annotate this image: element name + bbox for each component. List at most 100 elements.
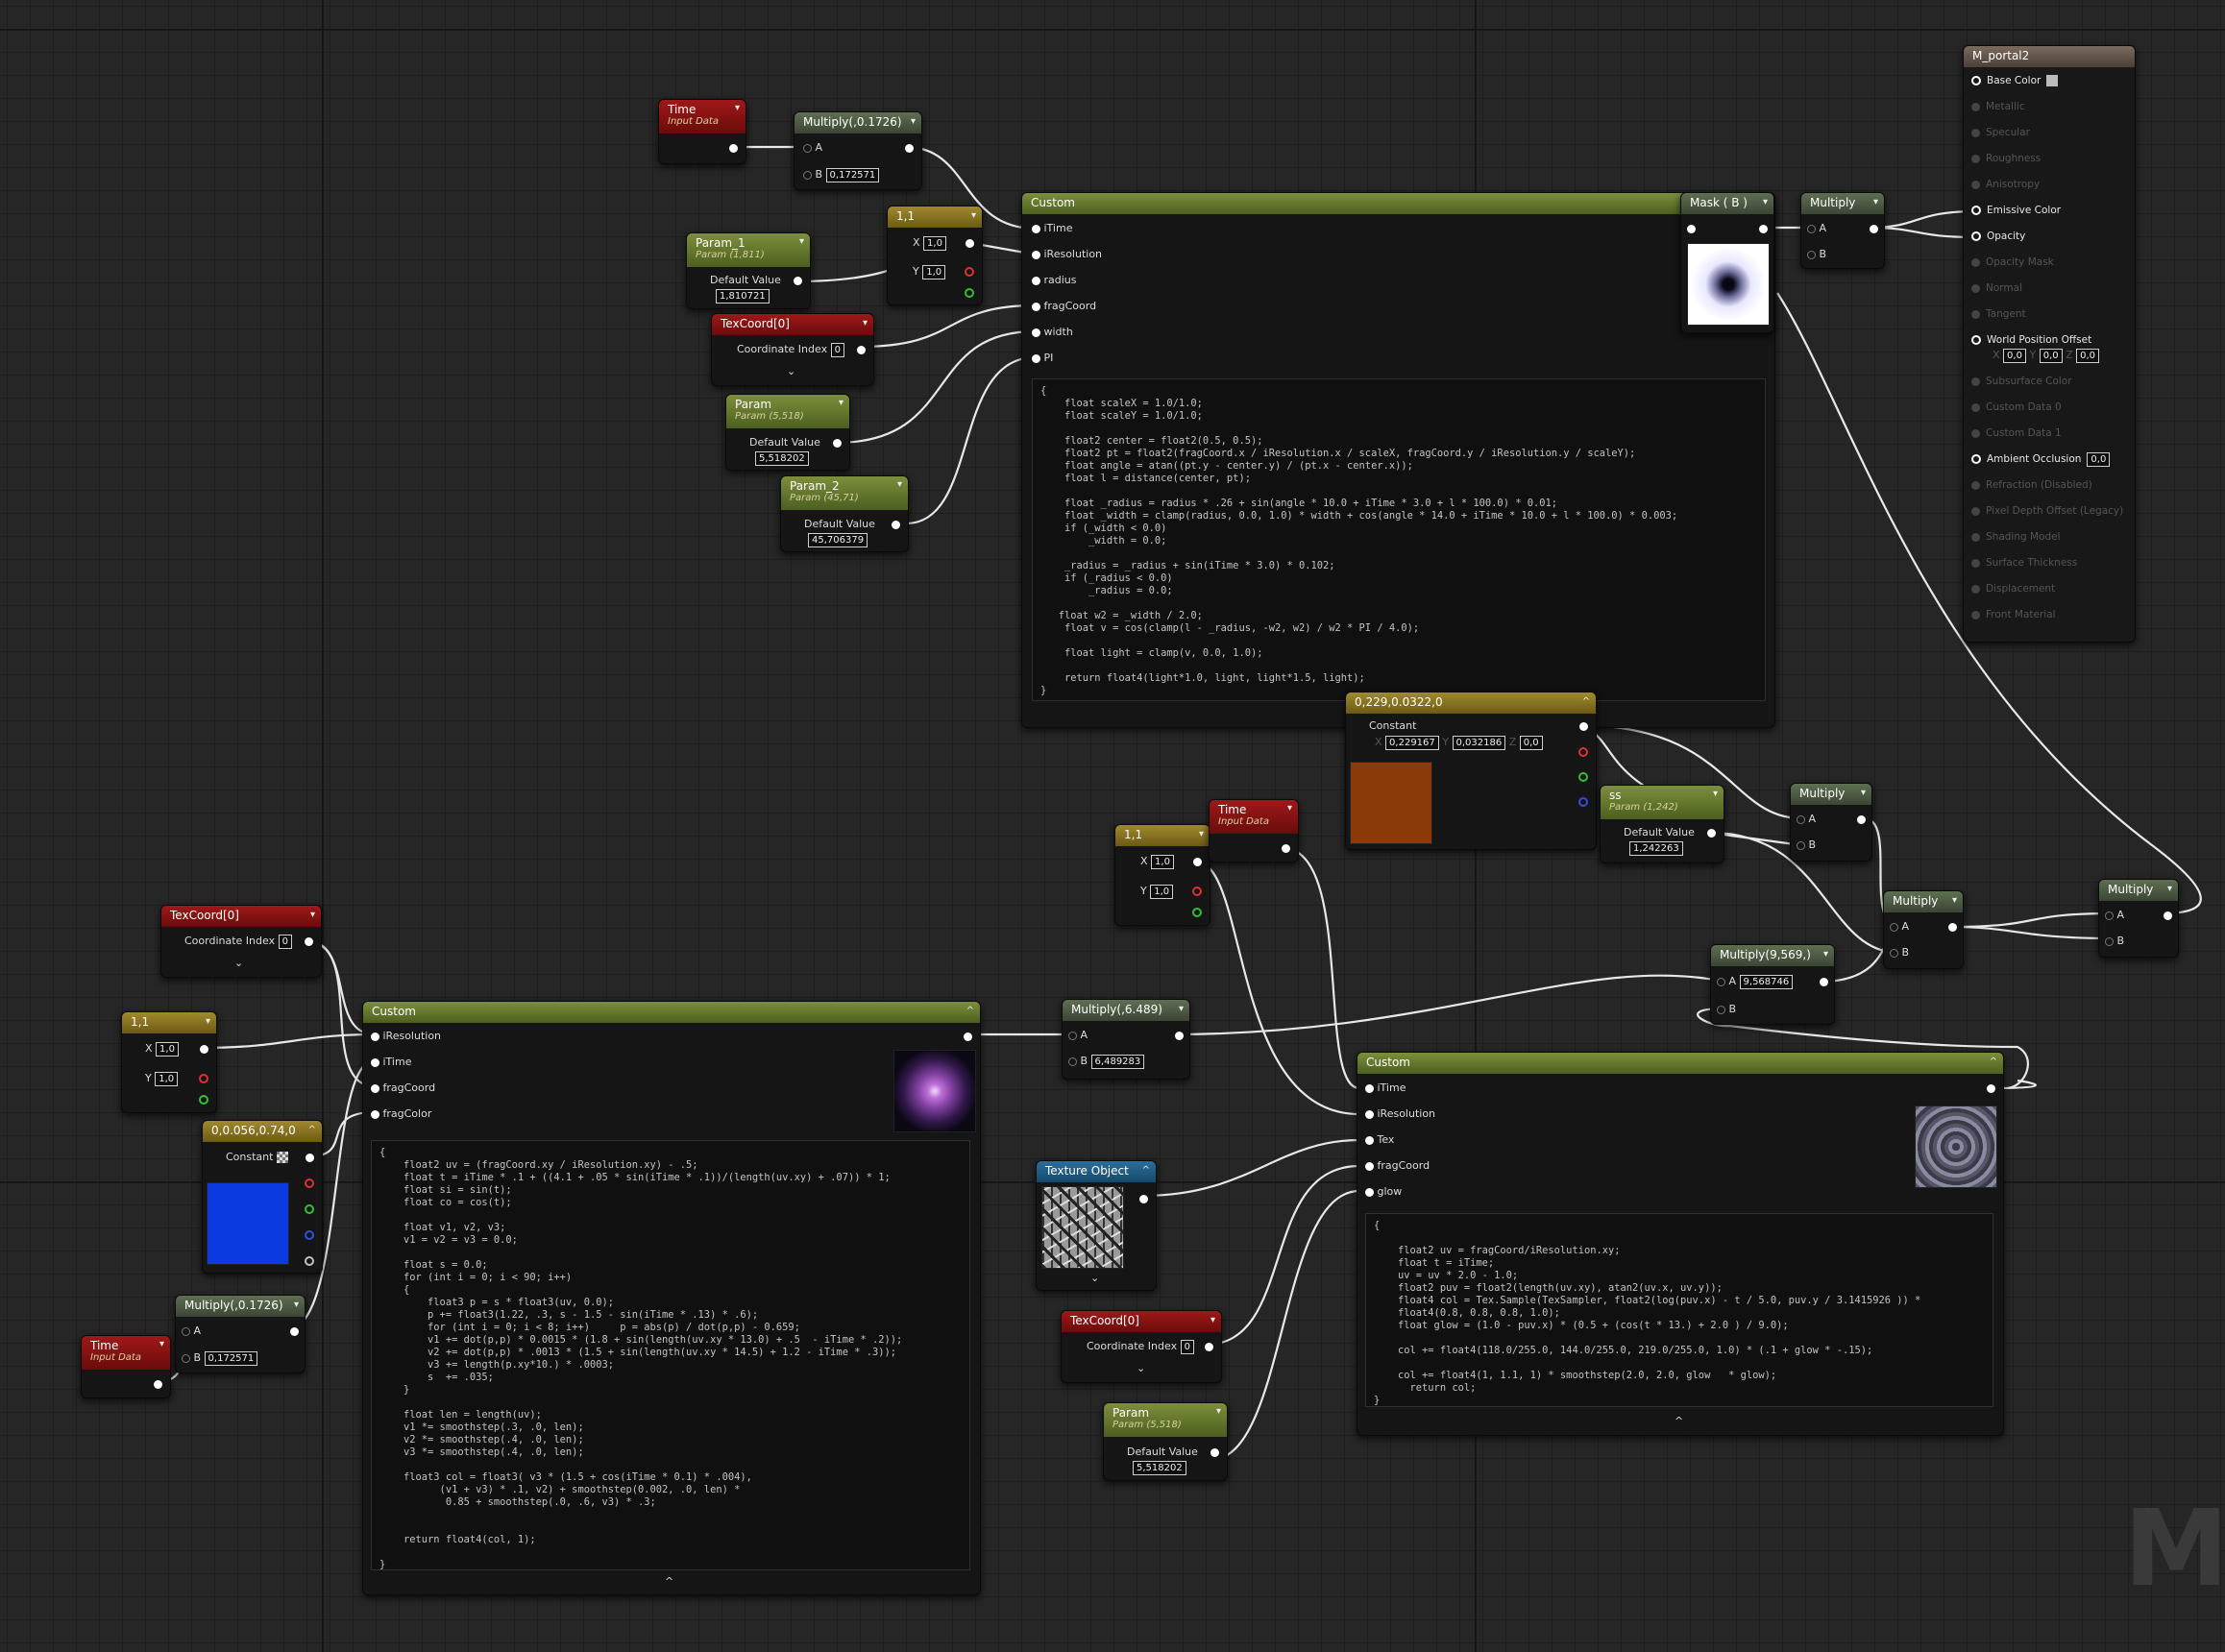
output-pin[interactable] bbox=[200, 1041, 208, 1057]
multiply-6489-node[interactable]: Multiply(,6.489) ▾ A B 6,489283 bbox=[1062, 999, 1190, 1080]
base-color-swatch[interactable] bbox=[2046, 75, 2059, 86]
input-pin-b[interactable]: B bbox=[1807, 247, 1826, 262]
multiply-node-mid2[interactable]: Multiply ▾ A B bbox=[1883, 890, 1964, 969]
texcoord-node-bottom[interactable]: TexCoord[0] ▾ Coordinate Index 0 ⌄ bbox=[1061, 1310, 1222, 1383]
node-header[interactable]: Param Param (5,518) ▾ bbox=[726, 395, 849, 428]
material-pin-base-color[interactable]: Base Color bbox=[1971, 73, 2059, 88]
vector-node-left[interactable]: 1,1 ▾ X 1,0 Y 1,0 bbox=[121, 1011, 217, 1113]
output-pin[interactable] bbox=[966, 235, 974, 251]
chevron-down-icon[interactable]: ▾ bbox=[1286, 803, 1292, 814]
chevron-up-icon[interactable]: ^ bbox=[966, 1006, 974, 1016]
param-node[interactable]: Param Param (5,518) ▾ Default Value 5,51… bbox=[725, 394, 850, 471]
coordinate-index-field[interactable]: Coordinate Index 0 bbox=[184, 934, 292, 949]
chevron-down-icon[interactable]: ▾ bbox=[1872, 197, 1878, 207]
node-header[interactable]: Custom ^ bbox=[1357, 1053, 2003, 1074]
output-pin[interactable] bbox=[2164, 908, 2172, 923]
chevron-down-icon[interactable]: ▾ bbox=[1712, 789, 1718, 799]
input-pin-fragcoord[interactable]: fragCoord bbox=[371, 1081, 435, 1096]
green-pin[interactable] bbox=[965, 285, 974, 301]
node-header[interactable]: Multiply(9,569,) ▾ bbox=[1711, 945, 1834, 966]
input-pin-a[interactable]: A bbox=[1890, 919, 1909, 935]
vector-node-top[interactable]: 1,1 ▾ X 1,0 Y 1,0 bbox=[887, 206, 983, 305]
green-pin[interactable] bbox=[1578, 769, 1588, 785]
chevron-down-icon[interactable]: ▾ bbox=[293, 1300, 299, 1310]
input-pin-itime[interactable]: iTime bbox=[1032, 221, 1072, 236]
chevron-down-icon[interactable]: ▾ bbox=[1762, 197, 1768, 207]
vector-node-middle[interactable]: 1,1 ▾ X 1,0 Y 1,0 bbox=[1114, 824, 1210, 926]
chevron-down-icon[interactable]: ▾ bbox=[309, 910, 315, 920]
output-pin[interactable] bbox=[905, 140, 914, 156]
chevron-down-icon[interactable]: ▾ bbox=[838, 398, 844, 408]
chevron-up-icon[interactable]: ^ bbox=[1141, 1165, 1150, 1176]
chevron-up-icon[interactable]: ^ bbox=[1989, 1057, 1997, 1067]
input-pin[interactable] bbox=[1971, 154, 1980, 163]
output-pin[interactable] bbox=[1707, 825, 1716, 840]
chevron-up-icon[interactable]: ^ bbox=[1581, 696, 1590, 707]
node-header[interactable]: Multiply(,6.489) ▾ bbox=[1063, 1000, 1189, 1021]
output-pin[interactable] bbox=[1139, 1191, 1148, 1206]
node-header[interactable]: 1,1 ▾ bbox=[122, 1012, 216, 1033]
x-field[interactable]: X 1,0 bbox=[1140, 854, 1174, 869]
node-header[interactable]: Multiply ▾ bbox=[2099, 880, 2178, 901]
input-pin[interactable] bbox=[1971, 180, 1980, 189]
expand-chevron-icon[interactable]: ⌄ bbox=[787, 365, 796, 377]
value-field[interactable]: 45,706379 bbox=[808, 532, 868, 547]
input-pin[interactable] bbox=[1971, 558, 1980, 568]
input-pin[interactable] bbox=[1971, 506, 1980, 516]
node-header[interactable]: Mask ( B ) ▾ bbox=[1681, 193, 1773, 214]
chevron-down-icon[interactable]: ▾ bbox=[1198, 829, 1204, 839]
output-pin[interactable] bbox=[1870, 221, 1878, 236]
node-header[interactable]: 0,229,0.0322,0 ^ bbox=[1346, 692, 1596, 714]
chevron-down-icon[interactable]: ▾ bbox=[159, 1339, 164, 1349]
input-pin-iresolution[interactable]: iResolution bbox=[371, 1029, 441, 1044]
node-header[interactable]: Custom ^ bbox=[363, 1002, 980, 1023]
input-pin-b[interactable]: B 6,489283 bbox=[1068, 1054, 1145, 1069]
ao-value-field[interactable]: 0,0 bbox=[2087, 451, 2111, 467]
chevron-down-icon[interactable]: ▾ bbox=[1178, 1004, 1184, 1014]
node-header[interactable]: Multiply ▾ bbox=[1801, 193, 1884, 214]
x-field[interactable]: X 1,0 bbox=[145, 1041, 179, 1057]
chevron-down-icon[interactable]: ▾ bbox=[910, 116, 916, 127]
red-pin[interactable] bbox=[965, 264, 974, 279]
node-header[interactable]: TexCoord[0] ▾ bbox=[161, 906, 321, 927]
value-field[interactable]: 5,518202 bbox=[755, 450, 809, 466]
input-pin-itime[interactable]: iTime bbox=[371, 1055, 411, 1070]
input-pin[interactable] bbox=[1971, 480, 1980, 490]
expand-chevron-icon[interactable]: ⌄ bbox=[1090, 1272, 1100, 1284]
chevron-down-icon[interactable]: ▾ bbox=[1215, 1406, 1221, 1417]
node-header[interactable]: Param Param (5,518) ▾ bbox=[1104, 1403, 1227, 1437]
multiply-node-bottomleft[interactable]: Multiply(,0.1726) ▾ A B 0,172571 bbox=[175, 1295, 306, 1373]
constant3-node[interactable]: 0,229,0.0322,0 ^ Constant X 0,229167 Y 0… bbox=[1345, 692, 1597, 850]
green-pin[interactable] bbox=[305, 1202, 314, 1217]
input-pin-tex[interactable]: Tex bbox=[1365, 1132, 1394, 1148]
node-header[interactable]: M_portal2 bbox=[1964, 46, 2135, 67]
input-pin[interactable] bbox=[1971, 257, 1980, 267]
ss-param-node[interactable]: ss Param (1,242) ▾ Default Value 1,24226… bbox=[1600, 785, 1724, 863]
param2-node[interactable]: Param_2 Param (45,71) ▾ Default Value 45… bbox=[780, 475, 909, 552]
chevron-down-icon[interactable]: ▾ bbox=[1860, 788, 1866, 798]
input-pin-fragcolor[interactable]: fragColor bbox=[371, 1106, 431, 1122]
input-pin-fragcoord[interactable]: fragCoord bbox=[1032, 299, 1096, 314]
input-pin-a[interactable]: A bbox=[1068, 1028, 1088, 1043]
input-pin[interactable] bbox=[1971, 610, 1980, 620]
texcoord-node-left[interactable]: TexCoord[0] ▾ Coordinate Index 0 ⌄ bbox=[160, 905, 322, 978]
output-pin[interactable] bbox=[1579, 718, 1588, 734]
output-pin[interactable] bbox=[1857, 812, 1866, 827]
output-pin[interactable] bbox=[1175, 1028, 1184, 1043]
input-pin-b[interactable]: B bbox=[1797, 838, 1816, 853]
color-swatch[interactable] bbox=[207, 1182, 289, 1265]
input-pin-a[interactable]: A bbox=[2105, 908, 2124, 923]
input-pin[interactable] bbox=[1971, 584, 1980, 594]
node-header[interactable]: ss Param (1,242) ▾ bbox=[1601, 786, 1724, 819]
input-pin[interactable] bbox=[1971, 335, 1981, 345]
output-pin[interactable] bbox=[892, 517, 900, 532]
multiply-node-mid[interactable]: Multiply ▾ A B bbox=[1790, 783, 1872, 862]
red-pin[interactable] bbox=[1578, 744, 1588, 760]
node-header[interactable]: Param_1 Param (1,811) ▾ bbox=[687, 233, 810, 267]
input-pin-a[interactable]: A bbox=[1807, 221, 1826, 236]
y-field[interactable]: Y 1,0 bbox=[145, 1071, 179, 1086]
input-pin[interactable] bbox=[1971, 377, 1980, 386]
blue-pin[interactable] bbox=[305, 1227, 314, 1243]
